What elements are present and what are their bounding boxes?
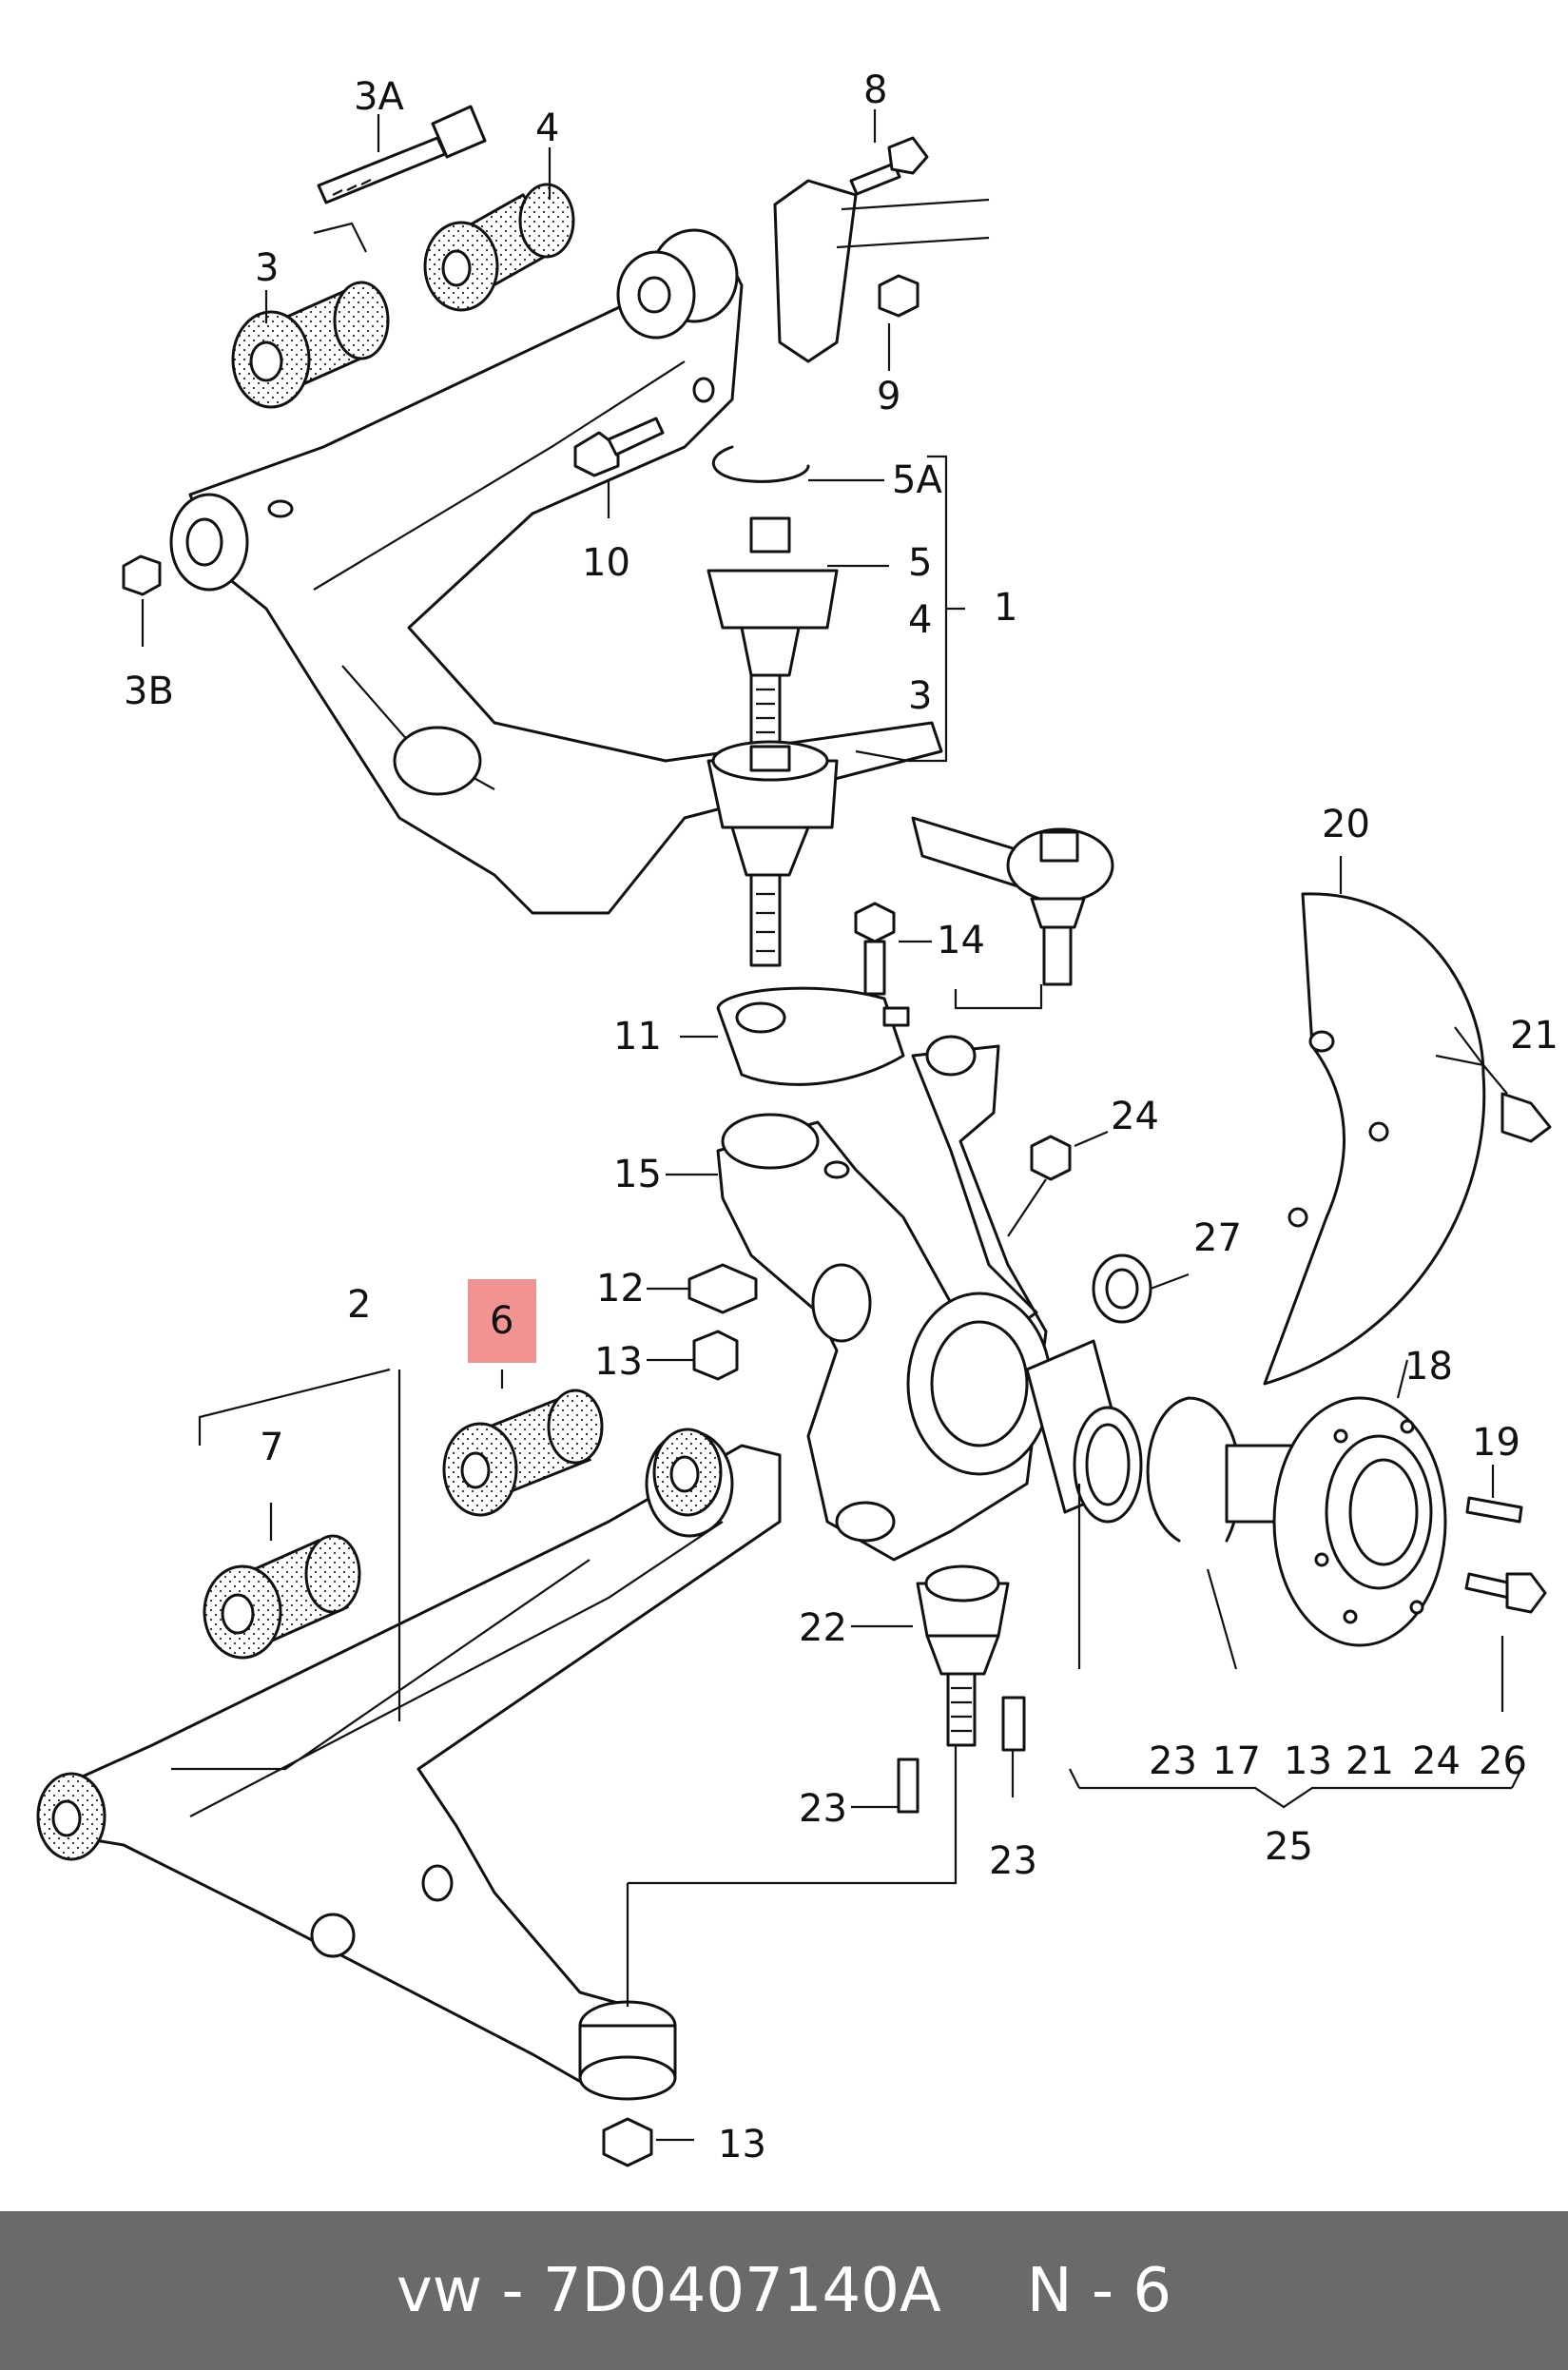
callout-labels: 3A 4 3 8 9 10 3B 5A 5 4 3 1 20 14 21 11 …: [124, 68, 1558, 2166]
bushing-4: [423, 183, 575, 312]
bushing-6: [442, 1389, 604, 1517]
callout-9: 9: [877, 375, 900, 418]
callout-27: 27: [1193, 1216, 1242, 1260]
ball-joint-upper-arm: [707, 740, 839, 967]
bolt-23-left: [897, 1758, 920, 1814]
callout-group-13: 13: [1284, 1739, 1332, 1783]
lower-control-arm: [36, 1428, 782, 2101]
bushing-3: [231, 281, 390, 409]
tie-rod-end: [911, 816, 1114, 986]
bolt-23-bottom: [1001, 1696, 1026, 1752]
bushing-7: [203, 1534, 361, 1660]
bushing-27: [1092, 1253, 1152, 1324]
callout-13-mid: 13: [594, 1340, 643, 1384]
callout-3-right: 3: [908, 674, 932, 718]
bolt-8: [849, 136, 929, 196]
callout-25: 25: [1265, 1825, 1313, 1869]
ball-joint-5: [707, 445, 839, 758]
bolt-3a: [317, 105, 487, 204]
callout-3a: 3A: [354, 75, 404, 119]
bolt-26: [1464, 1572, 1547, 1614]
callout-21-shield: 21: [1510, 1014, 1558, 1058]
callout-6: 6: [490, 1299, 513, 1343]
callout-3b: 3B: [124, 670, 174, 713]
nut-9: [878, 274, 920, 318]
callout-23-left: 23: [799, 1787, 847, 1831]
nut-24: [1030, 1135, 1072, 1181]
wheel-bearing: [1025, 1339, 1143, 1524]
leader-lines: [141, 109, 1522, 2142]
callout-20: 20: [1322, 803, 1370, 846]
callout-2: 2: [347, 1283, 371, 1327]
callout-24: 24: [1111, 1095, 1159, 1138]
callout-8: 8: [863, 68, 887, 112]
diagram-position: N - 6: [1026, 2255, 1172, 2326]
callout-14: 14: [937, 919, 985, 962]
callout-5: 5: [908, 541, 932, 585]
callout-26: 26: [1479, 1739, 1527, 1783]
steering-knuckle-15: [716, 1035, 1053, 1562]
callout-15: 15: [613, 1153, 662, 1196]
callout-4-top: 4: [535, 107, 559, 150]
callout-group-23: 23: [1149, 1739, 1197, 1783]
callout-19: 19: [1472, 1421, 1520, 1465]
brake-shield-20: [1263, 892, 1552, 1386]
callout-13-bottom: 13: [718, 2123, 766, 2166]
wheel-hub-18: [1225, 1396, 1447, 1647]
nut-3b: [122, 554, 162, 596]
callout-22: 22: [799, 1606, 847, 1650]
callout-7: 7: [260, 1426, 283, 1469]
bolt-19: [1465, 1496, 1523, 1524]
nut-12: [687, 1263, 758, 1314]
callout-group-24: 24: [1412, 1739, 1461, 1783]
nut-13-bottom: [602, 2117, 653, 2167]
highlight-box: [468, 1279, 536, 1363]
callout-4-right: 4: [908, 598, 932, 642]
callout-1: 1: [994, 586, 1017, 630]
bolt-10: [573, 417, 665, 477]
nut-13-mid: [692, 1330, 739, 1381]
suspension-exploded-diagram: 3A 4 3 8 9 10 3B 5A 5 4 3 1 20 14 21 11 …: [36, 68, 1558, 2167]
callout-group-21: 21: [1345, 1739, 1394, 1783]
callout-group-17: 17: [1212, 1739, 1261, 1783]
callout-5a: 5A: [892, 458, 942, 502]
upper-control-arm: [169, 228, 943, 915]
bolt-14: [854, 902, 896, 996]
callout-23-bottom: 23: [989, 1839, 1037, 1883]
callout-3-top: 3: [255, 246, 279, 290]
stabilizer-link: [773, 179, 858, 363]
callout-11: 11: [613, 1015, 662, 1059]
callout-18: 18: [1404, 1345, 1453, 1389]
ball-joint-22: [916, 1564, 1010, 1747]
callout-12: 12: [596, 1267, 645, 1311]
callout-10: 10: [582, 541, 630, 585]
plate-11: [716, 986, 910, 1086]
part-number-footer: vw - 7D0407140A N - 6: [0, 2211, 1568, 2370]
part-code: vw - 7D0407140A: [396, 2255, 941, 2326]
